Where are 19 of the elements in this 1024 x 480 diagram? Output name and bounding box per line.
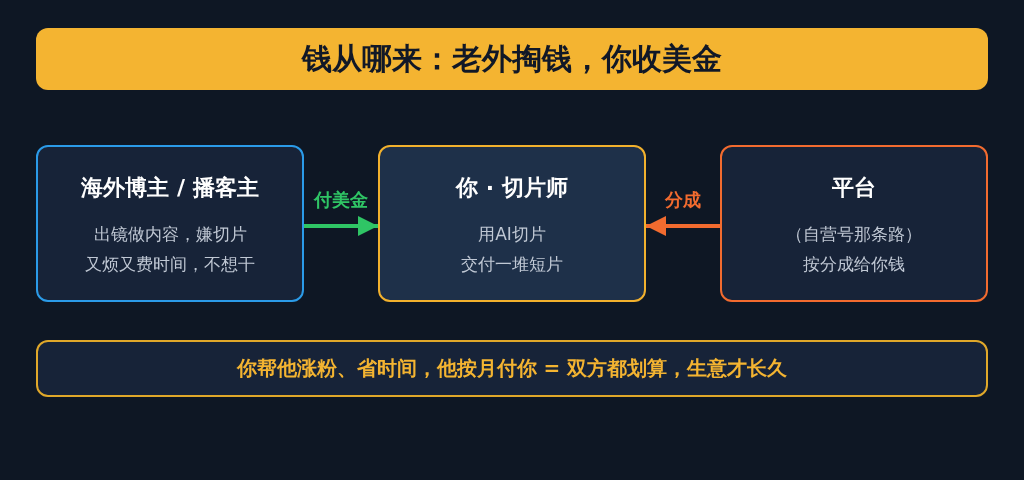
role-description: 按分成给你钱 bbox=[803, 252, 905, 275]
role-title: 你 · 切片师 bbox=[456, 173, 568, 202]
role-box bbox=[720, 145, 988, 302]
role-description: 用AI切片 bbox=[478, 222, 546, 245]
title-banner: 钱从哪来：老外掏钱，你收美金 bbox=[36, 28, 988, 90]
role-box bbox=[36, 145, 304, 302]
arrow bbox=[304, 216, 378, 236]
arrow bbox=[646, 216, 720, 236]
edge-label: 付美金 bbox=[312, 188, 370, 212]
role-title: 海外博主 / 播客主 bbox=[81, 173, 259, 202]
summary-box bbox=[36, 340, 988, 397]
role-title: 平台 bbox=[832, 173, 876, 202]
summary-text: 你帮他涨粉、省时间，他按月付你 = 双方都划算，生意才长久 bbox=[236, 355, 788, 382]
role-description: 交付一堆短片 bbox=[461, 252, 563, 275]
role-box bbox=[378, 145, 646, 302]
role-description: 出镜做内容，嫌切片 bbox=[93, 222, 247, 245]
role-description: （自营号那条路） bbox=[786, 222, 922, 245]
role-description: 又烦又费时间，不想干 bbox=[85, 252, 255, 275]
edge-label: 分成 bbox=[663, 188, 703, 212]
